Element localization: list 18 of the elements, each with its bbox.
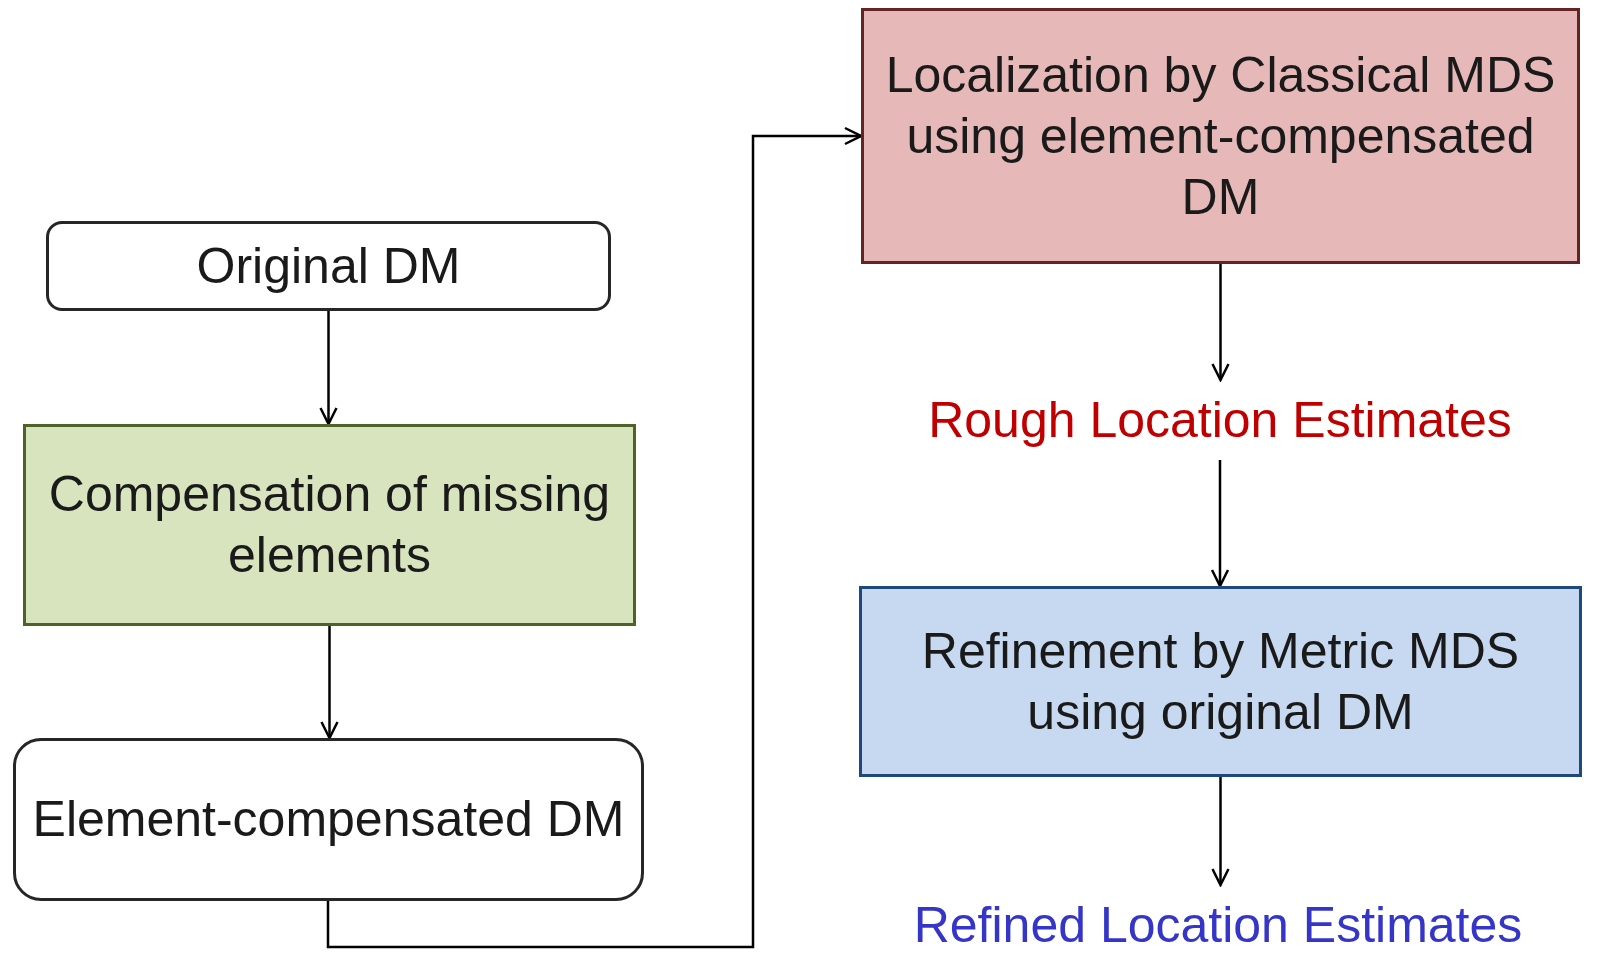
process-box [859,586,1582,777]
arrow [319,311,338,426]
result-label: Refined Location Estimates [913,895,1523,955]
result-label: Rough Location Estimates [928,390,1512,450]
process-box [46,221,611,311]
arrow [1210,460,1230,588]
arrow [320,626,339,740]
arrow [1211,264,1230,382]
process-box [861,8,1580,264]
box-label: Refinement by Metric MDS using original DM [920,621,1521,742]
box-label: Compensation of missing elements [47,465,612,585]
process-box [13,738,644,901]
arrow [326,126,863,949]
box-label: Original DM [196,236,461,296]
process-box [23,424,636,626]
box-label: Localization by Classical MDS using element-compensated DM [884,45,1557,227]
arrow [1211,777,1230,887]
box-label: Element-compensated DM [32,790,625,849]
